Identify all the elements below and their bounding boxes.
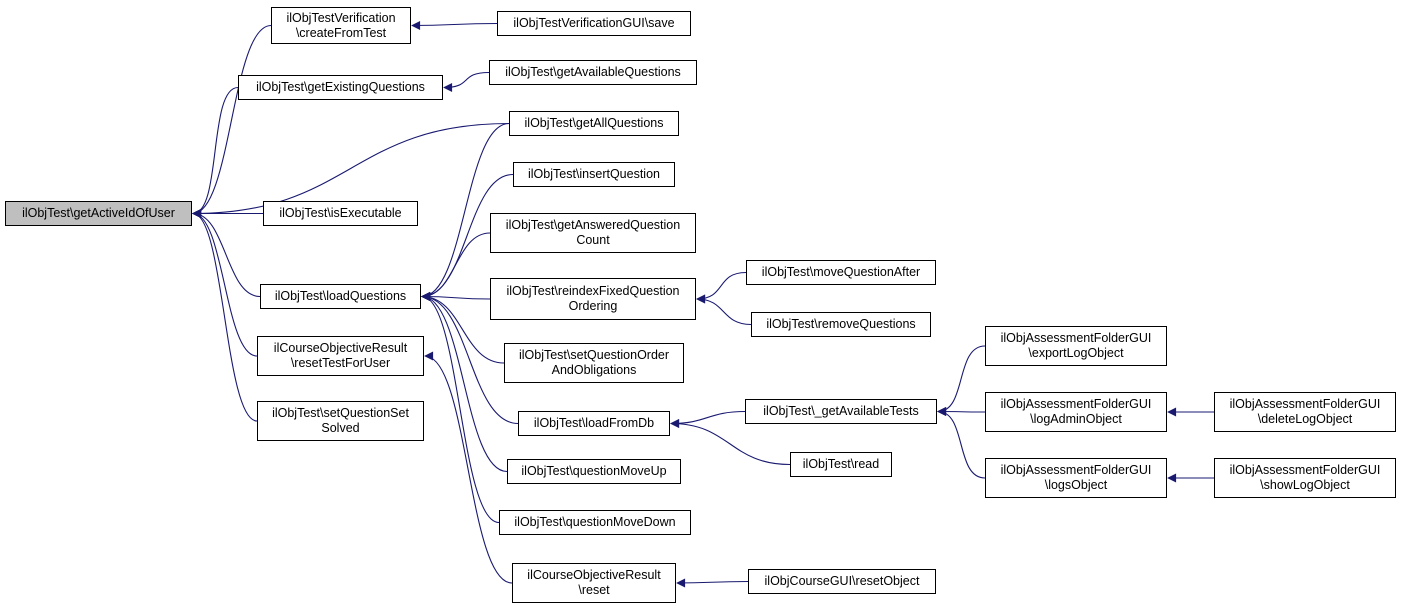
node-reindex[interactable]: ilObjTest\reindexFixedQuestion Ordering bbox=[490, 278, 696, 320]
edge-reindex-to-load-q bbox=[421, 292, 491, 302]
edge-answered-count-to-load-q bbox=[421, 232, 491, 301]
node-log-admin[interactable]: ilObjAssessmentFolderGUI \logAdminObject bbox=[985, 392, 1167, 432]
edge-logs-obj-to-avail-tests bbox=[937, 407, 986, 479]
edge-move-up-to-load-q bbox=[421, 292, 508, 473]
node-get-existing[interactable]: ilObjTest\getExistingQuestions bbox=[238, 75, 443, 100]
edge-cor-reset-to-cor-reset-user bbox=[424, 351, 513, 584]
edge-get-all-q-to-root bbox=[192, 122, 510, 218]
node-verif-gui-save[interactable]: ilObjTestVerificationGUI\save bbox=[497, 11, 691, 36]
edge-load-db-to-load-q bbox=[421, 292, 519, 425]
node-course-reset[interactable]: ilObjCourseGUI\resetObject bbox=[748, 569, 936, 594]
edge-load-q-to-root bbox=[192, 209, 261, 298]
edge-move-after-to-reindex bbox=[696, 271, 747, 304]
node-get-all-q[interactable]: ilObjTest\getAllQuestions bbox=[509, 111, 679, 136]
edge-cor-reset-user-to-root bbox=[192, 209, 258, 357]
edge-get-available-q-to-get-existing bbox=[443, 71, 490, 92]
edge-set-solved-to-root bbox=[192, 209, 258, 422]
edge-get-all-q-to-load-q bbox=[421, 122, 510, 301]
node-export-log[interactable]: ilObjAssessmentFolderGUI \exportLogObjec… bbox=[985, 326, 1167, 366]
node-root[interactable]: ilObjTest\getActiveIdOfUser bbox=[5, 201, 192, 226]
edge-export-log-to-avail-tests bbox=[937, 345, 986, 416]
node-set-order[interactable]: ilObjTest\setQuestionOrder AndObligation… bbox=[504, 343, 684, 383]
edge-read-to-load-db bbox=[670, 419, 791, 466]
edge-set-order-to-load-q bbox=[421, 292, 505, 364]
node-read[interactable]: ilObjTest\read bbox=[790, 452, 892, 477]
node-logs-obj[interactable]: ilObjAssessmentFolderGUI \logsObject bbox=[985, 458, 1167, 498]
edge-log-admin-to-avail-tests bbox=[937, 407, 986, 417]
edge-verif-gui-save-to-verif-create bbox=[411, 20, 498, 30]
node-verif-create[interactable]: ilObjTestVerification \createFromTest bbox=[271, 7, 411, 44]
node-cor-reset-user[interactable]: ilCourseObjectiveResult \resetTestForUse… bbox=[257, 336, 424, 376]
edge-avail-tests-to-load-db bbox=[670, 410, 746, 428]
node-get-available-q[interactable]: ilObjTest\getAvailableQuestions bbox=[489, 60, 697, 85]
node-avail-tests[interactable]: ilObjTest\_getAvailableTests bbox=[745, 399, 937, 424]
node-move-after[interactable]: ilObjTest\moveQuestionAfter bbox=[746, 260, 936, 285]
edge-move-down-to-load-q bbox=[421, 292, 500, 524]
node-cor-reset[interactable]: ilCourseObjectiveResult \reset bbox=[512, 563, 676, 603]
node-answered-count[interactable]: ilObjTest\getAnsweredQuestion Count bbox=[490, 213, 696, 253]
node-insert-q[interactable]: ilObjTest\insertQuestion bbox=[513, 162, 675, 187]
node-move-up[interactable]: ilObjTest\questionMoveUp bbox=[507, 459, 681, 484]
node-set-solved[interactable]: ilObjTest\setQuestionSet Solved bbox=[257, 401, 424, 441]
node-move-down[interactable]: ilObjTest\questionMoveDown bbox=[499, 510, 691, 535]
edge-verif-create-to-root bbox=[192, 24, 272, 218]
node-remove-q[interactable]: ilObjTest\removeQuestions bbox=[751, 312, 931, 337]
edge-get-existing-to-root bbox=[192, 86, 239, 218]
node-is-exec[interactable]: ilObjTest\isExecutable bbox=[263, 201, 418, 226]
node-load-q[interactable]: ilObjTest\loadQuestions bbox=[260, 284, 421, 309]
node-delete-log[interactable]: ilObjAssessmentFolderGUI \deleteLogObjec… bbox=[1214, 392, 1396, 432]
node-show-log[interactable]: ilObjAssessmentFolderGUI \showLogObject bbox=[1214, 458, 1396, 498]
node-load-db[interactable]: ilObjTest\loadFromDb bbox=[518, 411, 670, 436]
edge-course-reset-to-cor-reset bbox=[676, 578, 749, 588]
edge-remove-q-to-reindex bbox=[696, 294, 752, 326]
